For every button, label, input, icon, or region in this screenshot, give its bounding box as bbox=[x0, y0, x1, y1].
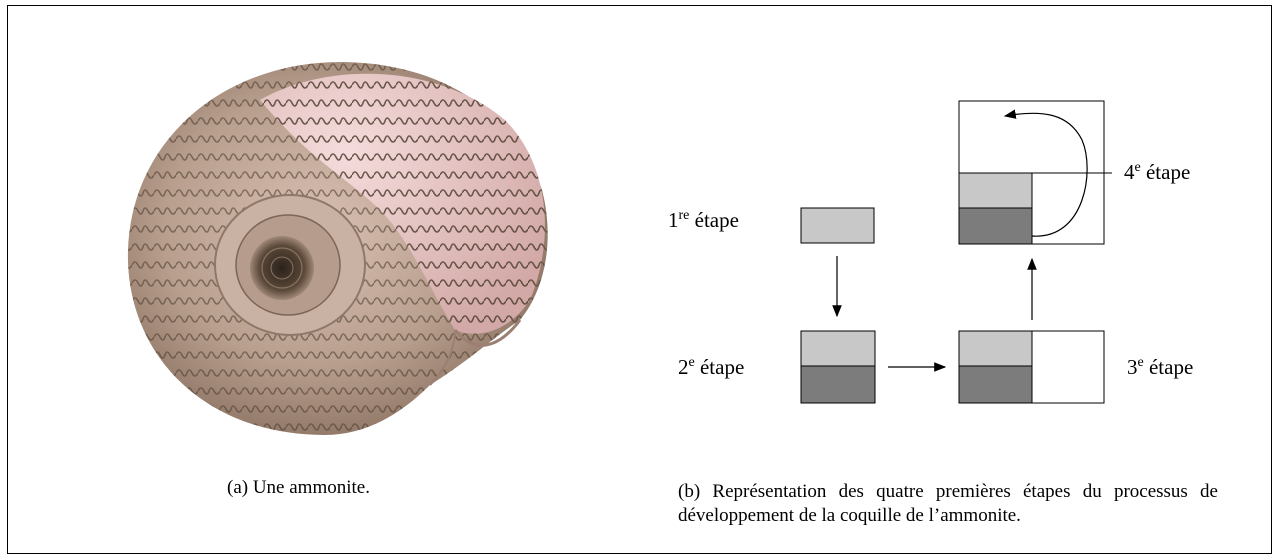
stage4-dark-cell bbox=[959, 208, 1032, 244]
stage-3-label: 3e étape bbox=[1127, 355, 1193, 383]
caption-b: (b) Représentation des quatre premières … bbox=[678, 480, 1218, 528]
stage-2-label: 2e étape bbox=[678, 355, 744, 383]
stage3-top-cell bbox=[959, 331, 1032, 366]
stage4-side-cell bbox=[1032, 173, 1104, 244]
stage2-bottom-cell bbox=[801, 366, 875, 403]
stage3-side-cell bbox=[1032, 331, 1104, 403]
stage4-top-cell bbox=[959, 101, 1104, 173]
stage1-cell bbox=[801, 208, 874, 243]
stage2-top-cell bbox=[801, 331, 875, 366]
stage4-light-cell bbox=[959, 173, 1032, 208]
stage3-bottom-cell bbox=[959, 366, 1032, 403]
stage-1-label: 1re étape bbox=[668, 208, 739, 236]
stage-4-label: 4e étape bbox=[1124, 160, 1190, 188]
